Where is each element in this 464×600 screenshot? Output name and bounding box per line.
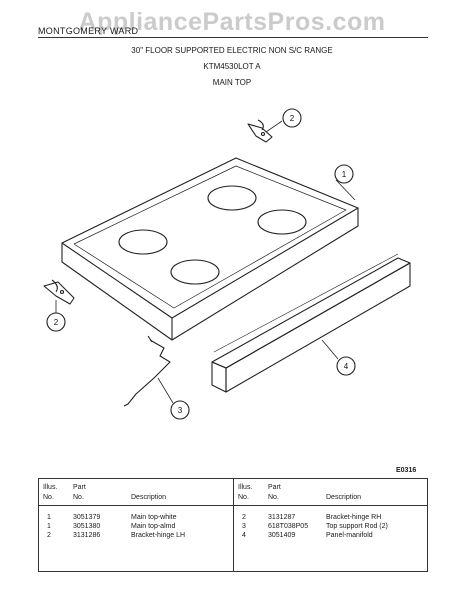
watermark: AppliancePartsPros.com bbox=[78, 8, 386, 36]
header-illus: Illus. bbox=[238, 484, 253, 491]
diagram-title: 30" FLOOR SUPPORTED ELECTRIC NON S/C RAN… bbox=[131, 46, 333, 55]
hinge-bracket-lh-part bbox=[43, 279, 75, 305]
section-title: MAIN TOP bbox=[212, 78, 252, 87]
callout-label-1: 1 bbox=[342, 170, 347, 179]
callout-label-4: 4 bbox=[344, 362, 349, 371]
header-part-no: No. bbox=[268, 494, 279, 501]
table-row: 2 3131287 Bracket-hinge RH bbox=[242, 514, 382, 521]
callout-circle-4 bbox=[336, 356, 356, 376]
header-illus-no: No. bbox=[43, 494, 54, 501]
table-row: 4 3051409 Panel-manifold bbox=[242, 532, 373, 539]
hinge-bracket-rh-part bbox=[247, 119, 273, 143]
header-part-no: No. bbox=[73, 494, 84, 501]
table-row: 3 618T038P05 Top support Rod (2) bbox=[242, 523, 388, 530]
diagram-code: E0316 bbox=[396, 467, 417, 474]
header-divider bbox=[234, 505, 428, 506]
parts-table-right: Illus. No. Part No. Description 2 313128… bbox=[233, 479, 428, 571]
header-divider bbox=[39, 505, 233, 506]
parts-table-left: Illus. No. Part No. Description 1 305137… bbox=[39, 479, 233, 571]
table-row: 1 3051379 Main top-white bbox=[47, 514, 177, 521]
table-row: 1 3051380 Main top-almd bbox=[47, 523, 176, 530]
main-top-part bbox=[61, 157, 359, 341]
header-part: Part bbox=[73, 484, 86, 491]
header-description: Description bbox=[326, 494, 362, 501]
callout-circle-2-left bbox=[46, 312, 66, 332]
header-description: Description bbox=[131, 494, 167, 501]
panel-manifold-part bbox=[211, 253, 411, 393]
header-part: Part bbox=[268, 484, 281, 491]
header-rule bbox=[38, 37, 428, 38]
parts-table: Illus. No. Part No. Description 1 305137… bbox=[38, 478, 428, 572]
header-illus: Illus. bbox=[43, 484, 58, 491]
callout-circle-3 bbox=[170, 400, 190, 420]
support-rod-part bbox=[123, 335, 171, 407]
callout-circle-1 bbox=[334, 164, 354, 184]
model-number: KTM4530LOT A bbox=[203, 62, 261, 71]
brand-name: MONTGOMERY WARD bbox=[38, 26, 139, 36]
callout-label-2-left: 2 bbox=[54, 318, 59, 327]
header-illus-no: No. bbox=[238, 494, 249, 501]
callout-label-3: 3 bbox=[178, 406, 183, 415]
callout-circle-2-top bbox=[282, 108, 302, 128]
callout-label-2-top: 2 bbox=[290, 114, 295, 123]
table-row: 2 3131286 Bracket-hinge LH bbox=[47, 532, 186, 539]
